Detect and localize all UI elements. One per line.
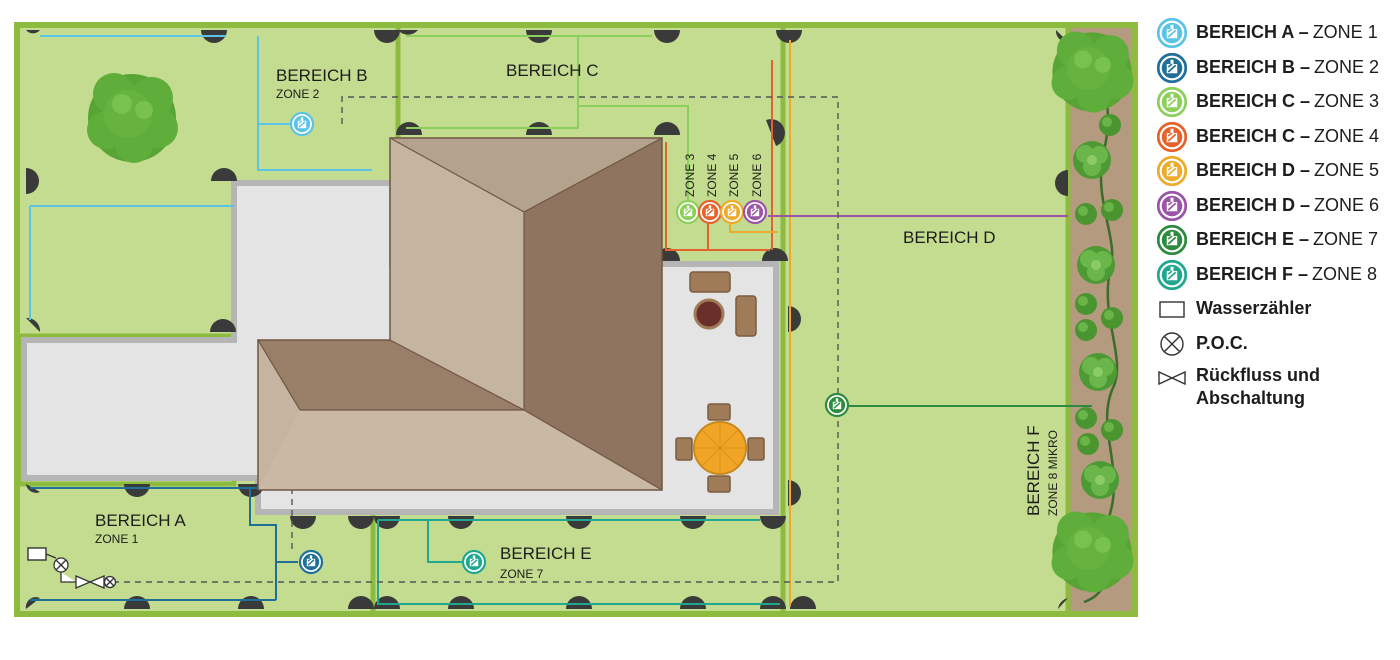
legend-area: BEREICH E – <box>1196 229 1310 249</box>
legend-backflow-line1: Rückfluss und <box>1196 365 1321 385</box>
label-bereich-a-zone: ZONE 1 <box>95 532 139 546</box>
legend-zone: ZONE 7 <box>1313 229 1379 249</box>
valve-icon <box>1157 18 1187 48</box>
legend-water-meter-label: Wasserzähler <box>1196 298 1312 318</box>
legend-item-zone7: BEREICH E –ZONE 7 <box>1157 225 1393 264</box>
legend-item-zone4: BEREICH C –ZONE 4 <box>1157 121 1393 161</box>
label-valve-zone4: ZONE 4 <box>705 153 719 197</box>
label-bereich-e: BEREICH E <box>500 544 592 563</box>
legend-zone: ZONE 6 <box>1314 194 1380 215</box>
valve-zone6 <box>742 199 768 225</box>
legend-item-zone2: BEREICH B –ZONE 2 <box>1157 52 1393 92</box>
legend-item-poc: P.O.C. <box>1157 331 1393 368</box>
legend-zone: ZONE 2 <box>1314 56 1380 77</box>
legend-zone: ZONE 4 <box>1314 125 1380 146</box>
valve-icon <box>1157 225 1187 255</box>
valve-zone5 <box>719 199 745 225</box>
label-bereich-b: BEREICH B <box>276 66 368 85</box>
backflow-symbol <box>45 553 105 589</box>
valve-icon <box>1157 156 1187 186</box>
legend-item-zone1: BEREICH A –ZONE 1 <box>1157 18 1393 57</box>
pipe-zone7 <box>377 519 780 605</box>
legend-item-backflow: Rückfluss und Abschaltung <box>1157 364 1393 417</box>
label-bereich-b-zone: ZONE 2 <box>276 87 320 101</box>
valve-zone1 <box>289 111 315 137</box>
label-valve-zone3: ZONE 3 <box>683 153 697 197</box>
legend-area: BEREICH B – <box>1196 56 1311 77</box>
valve-icon <box>1157 259 1187 290</box>
valve-zone3 <box>675 199 701 225</box>
label-bereich-f-zone: ZONE 8 MIKRO <box>1046 430 1060 516</box>
poc-icon <box>1157 329 1187 359</box>
valve-zone4 <box>697 199 723 225</box>
legend-item-zone6: BEREICH D –ZONE 6 <box>1157 190 1393 230</box>
label-bereich-d: BEREICH D <box>903 228 996 247</box>
legend-area: BEREICH C – <box>1196 91 1311 111</box>
valve-zone2 <box>298 549 324 575</box>
water-meter-icon <box>1157 294 1187 324</box>
valve-icon <box>1157 190 1187 221</box>
legend-poc-label: P.O.C. <box>1196 332 1248 353</box>
valve-icon <box>1157 52 1187 83</box>
valve-zone8 <box>824 392 850 418</box>
legend-zone: ZONE 3 <box>1314 91 1380 111</box>
legend-item-zone8: BEREICH F –ZONE 8 <box>1157 259 1393 299</box>
pipe-zone3 <box>406 35 689 204</box>
pipe-zone5 <box>729 40 791 606</box>
pipe-zone4 <box>665 60 773 251</box>
house-roof <box>257 137 663 491</box>
valve-icon <box>1157 87 1187 117</box>
legend-item-zone5: BEREICH D –ZONE 5 <box>1157 156 1393 195</box>
valve-zone7 <box>461 549 487 575</box>
irrigation-plan: BEREICH A ZONE 1 BEREICH B ZONE 2 BEREIC… <box>14 22 1138 617</box>
label-valve-zone6: ZONE 6 <box>750 153 764 197</box>
legend-backflow-line2: Abschaltung <box>1196 388 1306 408</box>
valve-icon <box>1157 121 1187 152</box>
legend-item-water-meter: Wasserzähler <box>1157 298 1393 333</box>
patio-furniture <box>675 271 765 493</box>
legend-area: BEREICH D – <box>1196 194 1311 215</box>
label-bereich-f: BEREICH F <box>1024 425 1043 516</box>
backflow-icon <box>1157 363 1187 393</box>
label-bereich-c: BEREICH C <box>506 61 599 80</box>
legend-area: BEREICH C – <box>1196 125 1311 146</box>
label-bereich-e-zone: ZONE 7 <box>500 567 544 581</box>
legend-backflow-text: Rückfluss und Abschaltung <box>1196 364 1324 410</box>
legend-zone: ZONE 8 <box>1312 263 1378 284</box>
pipe-zone1 <box>29 35 372 320</box>
legend-area: BEREICH D – <box>1196 160 1311 180</box>
legend-zone: ZONE 5 <box>1314 160 1380 180</box>
main-line <box>116 96 839 583</box>
property-border <box>14 22 1138 617</box>
label-bereich-a: BEREICH A <box>95 511 186 530</box>
label-valve-zone5: ZONE 5 <box>727 153 741 197</box>
legend-area: BEREICH A – <box>1196 22 1309 42</box>
legend-area: BEREICH F – <box>1196 263 1309 284</box>
legend-item-zone3: BEREICH C –ZONE 3 <box>1157 87 1393 126</box>
water-meter <box>27 547 47 561</box>
poc-symbol <box>53 557 117 589</box>
legend-zone: ZONE 1 <box>1312 22 1378 42</box>
pipe-zone2 <box>30 487 298 601</box>
legend: BEREICH A –ZONE 1 BEREICH B –ZONE 2 BERE… <box>1157 18 1393 417</box>
